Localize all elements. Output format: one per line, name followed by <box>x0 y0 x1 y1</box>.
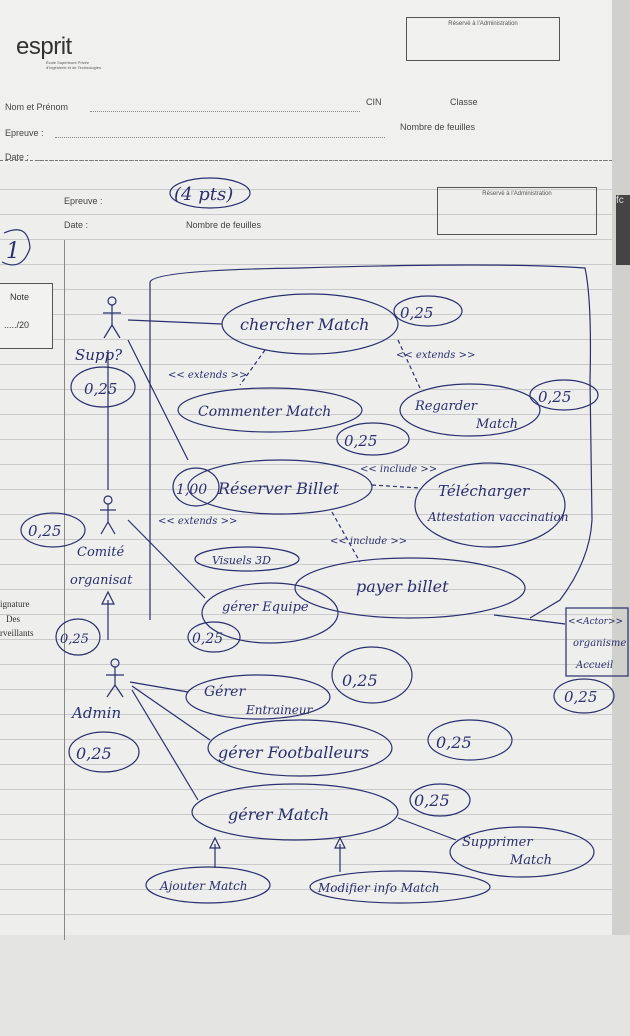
uc-regarder-match-label-2: Match <box>475 417 518 432</box>
lined-answer-sheet <box>0 165 612 935</box>
edge-text: fc <box>616 195 624 206</box>
uc-gerer-entraineur-label-2: Entraineur <box>245 703 314 717</box>
uc-supprimer-match-label-2: Match <box>509 853 552 868</box>
uc-telecharger-label-1: Télécharger <box>438 482 530 500</box>
uc-modifier-match-label: Modifier info Match <box>317 881 439 895</box>
esprit-logo: esprit <box>16 33 72 60</box>
admin-box: Réservé à l'Administration <box>437 187 597 235</box>
score-11: 0,25 <box>76 744 112 763</box>
question-number: 1 <box>6 239 20 264</box>
relation-include-1: << include >> <box>360 464 437 475</box>
uc-gerer-footballeurs <box>207 719 393 777</box>
surveillants-label: rveillants <box>0 628 34 638</box>
system-boundary <box>149 264 593 619</box>
relation-include-2: << include >> <box>330 536 407 547</box>
uc-reserver-billet-label: Réserver Billet <box>217 479 340 498</box>
uc-gerer-match-label: gérer Match <box>228 805 329 824</box>
score-5: 1,00 <box>176 482 207 498</box>
des-label: Des <box>6 614 20 624</box>
relation-extends-1: << extends >> <box>168 370 247 381</box>
actor-admin-label: Admin <box>70 704 121 722</box>
uc-supprimer-match <box>449 826 595 878</box>
signature-label: ignature <box>0 599 30 609</box>
nom-prenom-label: Nom et Prénom <box>5 102 69 112</box>
score-1: 0,25 <box>400 304 433 322</box>
score-8: 0,25 <box>60 632 89 647</box>
question-circle <box>1 229 31 266</box>
date-label: Date : <box>64 220 89 230</box>
uc-chercher-match-label: chercher Match <box>240 315 369 334</box>
actor-comite-label-1: Comité <box>77 545 124 560</box>
nb-feuilles-label-top: Nombre de feuilles <box>400 122 476 132</box>
classe-label: Classe <box>450 97 478 107</box>
epreuve-dotline <box>55 137 385 138</box>
score-10: 0,25 <box>564 688 597 706</box>
uc-gerer-equipe <box>201 582 339 644</box>
uc-regarder-match-label-1: Regarder <box>414 399 478 414</box>
uc-regarder-match <box>399 383 541 437</box>
uc-gerer-equipe-label: gérer Equipe <box>222 600 309 615</box>
score-2: 0,25 <box>84 380 117 398</box>
score-7: 0,25 <box>192 631 223 647</box>
relation-extends-3: << extends >> <box>158 516 237 527</box>
score-12: 0,25 <box>436 733 472 752</box>
uc-ajouter-match <box>145 866 271 904</box>
uc-payer-billet-label: payer billet <box>356 577 449 596</box>
note-label: Note <box>10 292 30 302</box>
actor-supplier-label: Supp? <box>75 346 123 364</box>
logo-subtitle: École Supérieure Privée d'Ingénierie et … <box>46 60 126 70</box>
uc-visuels-3d <box>194 546 300 572</box>
note-box: Note ...../20 <box>0 283 53 349</box>
admin-reserved-label: Réservé à l'Administration <box>448 21 518 27</box>
points-oval <box>169 177 251 209</box>
uc-modifier-match <box>309 870 491 904</box>
score-9: 0,25 <box>342 671 378 690</box>
organisme-accueil-box <box>565 607 629 677</box>
uc-telecharger-label-2: Attestation vaccination <box>427 510 568 524</box>
uc-commenter-match-label: Commenter Match <box>198 404 331 420</box>
actor-note-2: organisme <box>573 638 626 649</box>
uc-gerer-match <box>191 783 399 841</box>
margin-line <box>64 240 65 940</box>
uc-visuels-label: Visuels 3D <box>212 554 271 567</box>
actor-comite-label-2: organisat <box>70 573 133 588</box>
uc-gerer-entraineur <box>185 674 331 720</box>
background-strip: fc <box>616 195 630 265</box>
relation-extends-2: << extends >> <box>396 350 475 361</box>
uc-payer-billet <box>294 557 526 619</box>
epreuve-label: Epreuve : <box>64 196 103 206</box>
sheet-separator <box>0 160 612 161</box>
uc-gerer-entraineur-label-1: Gérer <box>204 684 246 700</box>
logo-subtitle-line-1: École Supérieure Privée <box>46 60 90 65</box>
uc-ajouter-match-label: Ajouter Match <box>159 879 248 893</box>
score-13: 0,25 <box>414 791 450 810</box>
date-label-top: Date : <box>5 152 30 162</box>
admin-box-top: Réservé à l'Administration <box>406 17 560 61</box>
uc-reserver-billet <box>187 459 373 515</box>
actor-admin-icon <box>106 658 124 698</box>
actor-comite-icon <box>100 495 116 535</box>
admin-reserved-label-2: Réservé à l'Administration <box>482 191 552 197</box>
nom-dotline <box>90 111 360 112</box>
actor-note-1: <<Actor>> <box>568 617 623 627</box>
uc-gerer-footballeurs-label: gérer Footballeurs <box>218 743 369 762</box>
score-6: 0,25 <box>28 522 61 540</box>
uc-commenter-match <box>177 387 363 433</box>
actor-supplier-icon <box>103 296 121 339</box>
cin-label: CIN <box>366 97 382 107</box>
points-total: (4 pts) <box>174 184 233 205</box>
score-4: 0,25 <box>344 432 377 450</box>
table-surface <box>0 935 630 1036</box>
note-scale: ...../20 <box>4 320 30 330</box>
nb-feuilles-label: Nombre de feuilles <box>186 220 262 230</box>
epreuve-label-top: Epreuve : <box>5 128 44 138</box>
uc-supprimer-match-label-1: Supprimer <box>462 835 533 850</box>
logo-subtitle-line-2: d'Ingénierie et de Technologies <box>46 65 101 70</box>
actor-note-3: Accueil <box>575 660 613 671</box>
uc-telecharger <box>414 462 566 548</box>
score-3: 0,25 <box>538 388 571 406</box>
